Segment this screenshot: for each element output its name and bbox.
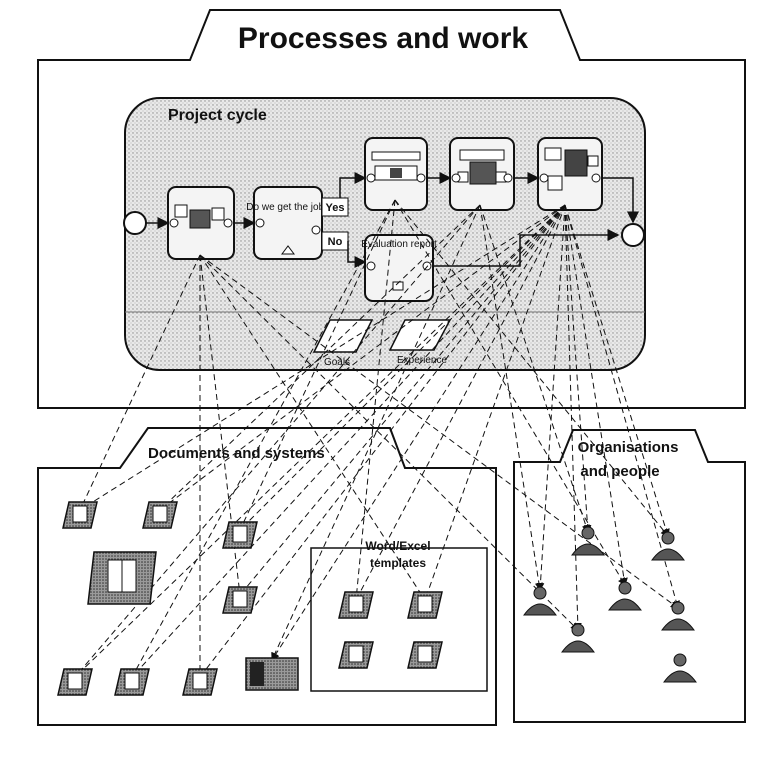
dependency-link — [159, 204, 566, 511]
document-icon — [57, 668, 93, 696]
evaluation-label: Evaluation report — [361, 239, 437, 250]
dependency-link — [159, 204, 481, 511]
organisations-label-line1: Organisations — [578, 439, 679, 456]
dependency-link — [352, 199, 396, 601]
document-icon — [407, 591, 443, 619]
goals-label: Goals — [324, 357, 350, 368]
activity-box-1 — [167, 186, 235, 260]
person-icon — [663, 653, 697, 683]
dependency-link — [74, 204, 566, 678]
person-icon — [651, 531, 685, 561]
dependency-link — [394, 199, 669, 537]
end-event — [621, 223, 645, 247]
document-icon — [114, 668, 150, 696]
person-icon — [661, 601, 695, 631]
dependency-link — [355, 204, 566, 601]
person-icon — [523, 586, 557, 616]
dependency-link — [131, 199, 396, 678]
document-icon — [338, 591, 374, 619]
dependency-link — [271, 204, 566, 661]
document-icon — [338, 641, 374, 669]
activity-box-2 — [364, 137, 428, 211]
dependency-link — [199, 254, 579, 631]
dependency-link — [479, 204, 543, 591]
project-cycle-label: Project cycle — [168, 107, 267, 124]
decision-box: Do we get the job? — [246, 186, 330, 260]
system-icon — [245, 657, 299, 691]
person-icon — [561, 623, 595, 653]
dependency-link — [564, 204, 628, 586]
document-icon — [407, 641, 443, 669]
no-label: No — [328, 236, 343, 248]
dependency-link — [536, 204, 566, 591]
dependency-link — [79, 254, 201, 511]
person-icons — [523, 526, 697, 683]
document-icon — [142, 501, 178, 529]
person-icon — [571, 526, 605, 556]
start-event — [123, 211, 147, 235]
document-icon — [222, 586, 258, 614]
documents-label: Documents and systems — [148, 445, 325, 462]
dependency-link — [239, 204, 566, 531]
templates-label-line1: Word/Excel — [365, 539, 430, 553]
organisations-label-line2: and people — [580, 463, 659, 480]
dependency-link — [479, 204, 590, 533]
organisations-section: Organisations and people — [513, 429, 746, 723]
templates-label-line2: templates — [370, 556, 426, 570]
activity-box-4 — [537, 137, 603, 211]
activity-box-3 — [449, 137, 515, 211]
experience-store — [388, 319, 452, 351]
dependency-link — [131, 204, 566, 678]
dependency-link — [564, 204, 592, 533]
dependency-link — [564, 204, 670, 537]
document-icon — [62, 501, 98, 529]
dependency-link — [394, 199, 626, 586]
page-title: Processes and work — [238, 22, 528, 55]
yes-label: Yes — [326, 202, 345, 214]
document-icon — [87, 551, 157, 605]
dependency-link — [199, 254, 426, 601]
dependency-link — [74, 204, 481, 678]
dependency-link — [239, 199, 396, 531]
dependency-link — [79, 204, 566, 511]
yes-box — [321, 197, 349, 217]
document-icons — [57, 501, 443, 696]
dependency-link — [239, 204, 566, 596]
document-icon — [222, 521, 258, 549]
goals-store — [312, 319, 374, 353]
decision-label: Do we get the job? — [246, 202, 330, 213]
document-icon — [182, 668, 218, 696]
dependency-link — [564, 204, 582, 631]
person-icon — [608, 581, 642, 611]
evaluation-box: Evaluation report — [361, 234, 437, 302]
